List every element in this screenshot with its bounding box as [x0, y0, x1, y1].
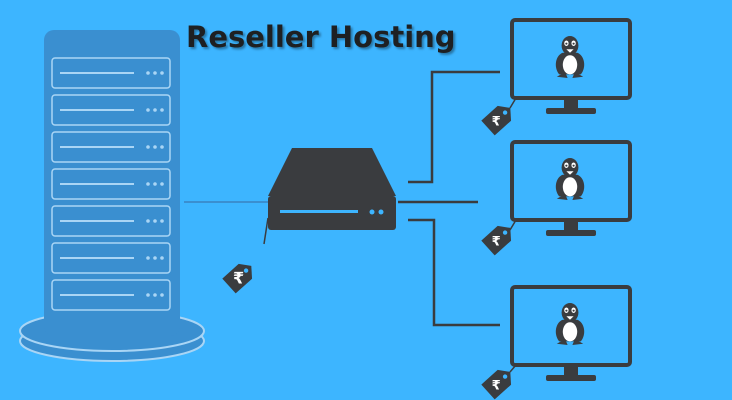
rack-slot-indicators — [60, 71, 164, 297]
server-rack-icon — [19, 30, 205, 362]
tag-currency-symbol: ₹ — [492, 115, 501, 130]
linux-tux-icon — [555, 303, 585, 345]
price-tag-icon: ₹ — [481, 364, 517, 400]
client-computer-2: ₹ — [481, 140, 632, 256]
tag-string — [509, 219, 517, 231]
rack-slots — [51, 57, 171, 311]
price-tag-icon: ₹ — [222, 258, 258, 294]
tag-string — [509, 364, 517, 373]
price-tag-icon: ₹ — [481, 100, 517, 136]
distribution-links — [398, 70, 500, 327]
diagram-title: Reseller Hosting — [186, 20, 456, 54]
tag-currency-symbol: ₹ — [492, 379, 501, 394]
client-computer-3: ₹ — [481, 285, 632, 400]
tag-string — [263, 217, 269, 245]
linux-tux-icon — [555, 158, 585, 200]
tag-currency-symbol: ₹ — [233, 269, 244, 288]
tag-string — [509, 97, 517, 109]
price-tag-icon: ₹ — [481, 220, 517, 256]
linux-tux-icon — [555, 36, 585, 78]
server-box-icon — [268, 148, 396, 230]
tag-currency-symbol: ₹ — [492, 235, 501, 250]
client-computer-1: ₹ — [481, 18, 632, 136]
